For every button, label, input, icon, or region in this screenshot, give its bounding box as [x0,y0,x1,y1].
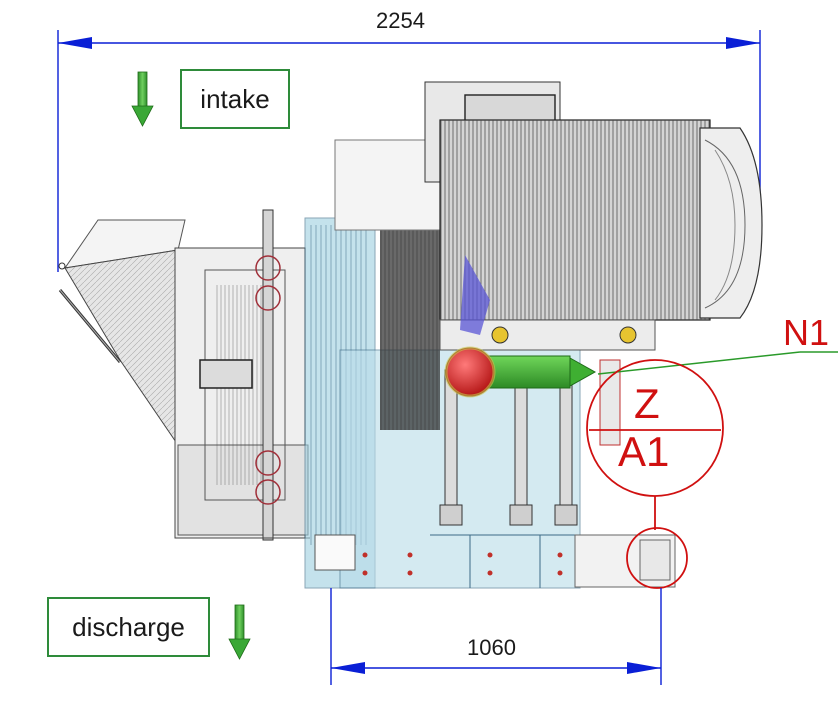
base-frame [574,534,676,588]
support-legs [439,369,578,526]
dimension-arrowhead-left [58,37,92,49]
electric-motor [334,81,763,351]
inlet-hopper [58,219,186,447]
dimension-base-length [330,588,662,685]
dimension-arrowhead-right [726,37,760,49]
intake-arrow-icon [131,71,154,127]
discharge-arrow-icon [228,604,251,660]
overall-width-dimension-label: 2254 [376,8,425,33]
detail-callout [586,359,724,589]
intake-label-box: intake [180,69,290,129]
detail-target-circle [626,527,688,589]
base-length-dimension-label: 1060 [467,635,516,660]
dimension-overall-width [57,30,761,272]
discharge-label: discharge [72,611,185,642]
discharge-label-box: discharge [47,597,210,657]
nozzle-leader [597,351,838,375]
detail-callout-bottom-label: A1 [618,428,670,475]
nozzle-label-n1: N1 [783,312,830,353]
intake-label: intake [200,83,270,114]
rotor-housing [174,209,310,541]
detail-callout-top-label: Z [634,380,660,427]
dimension-arrowhead-right [627,662,661,674]
dimension-arrowhead-left [331,662,365,674]
